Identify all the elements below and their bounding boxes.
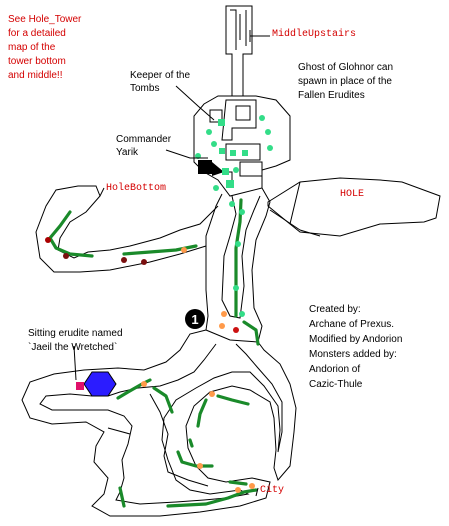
svg-text:Commander: Commander	[116, 134, 172, 145]
spawn-dot	[267, 145, 273, 151]
svg-text:Ghost of Glohnor can: Ghost of Glohnor can	[298, 62, 393, 73]
ghost-note: Ghost of Glohnor can spawn in place of t…	[298, 62, 393, 101]
spawn-dot	[197, 463, 203, 469]
tomb-building-detail	[198, 119, 248, 188]
credits-note: Created by: Archane of Prexus. Modified …	[309, 304, 402, 390]
svg-text:spawn in place of the: spawn in place of the	[298, 76, 392, 87]
see-hole-tower-note: See Hole_Tower for a detailed map of the…	[8, 14, 82, 81]
spawn-dot	[239, 311, 245, 317]
spawn-dot	[213, 185, 219, 191]
svg-text:See Hole_Tower: See Hole_Tower	[8, 14, 82, 25]
spawn-dot	[229, 201, 235, 207]
spawn-dot	[259, 115, 265, 121]
spawn-dot	[249, 483, 255, 489]
svg-text:Modified by Andorion: Modified by Andorion	[309, 334, 402, 345]
zone-link-hole-bottom[interactable]: HoleBottom	[106, 182, 166, 194]
spawn-dot	[45, 237, 51, 243]
zone-link-city[interactable]: City	[260, 484, 284, 496]
spawn-dot	[221, 311, 227, 317]
spawn-dot	[265, 129, 271, 135]
spawn-dot	[239, 209, 245, 215]
numbered-location-label: 1	[191, 312, 198, 327]
spawn-dot	[219, 323, 225, 329]
svg-text:Keeper of the: Keeper of the	[130, 70, 190, 81]
spawn-dot	[209, 391, 215, 397]
sitting-erudite-marker	[76, 382, 84, 390]
spawn-dot	[121, 257, 127, 263]
svg-text:Cazic-Thule: Cazic-Thule	[309, 379, 363, 390]
pointer-lines	[73, 30, 270, 497]
spawn-dot	[233, 327, 239, 333]
zone-link-hole[interactable]: HOLE	[340, 189, 364, 200]
spawn-dot	[63, 253, 69, 259]
spawn-dot	[211, 141, 217, 147]
numbered-location-marker: 1	[185, 309, 205, 329]
svg-text:Andorion of: Andorion of	[309, 364, 360, 375]
svg-text:`Jaeil the Wretched`: `Jaeil the Wretched`	[28, 341, 117, 353]
svg-text:and middle!!: and middle!!	[8, 70, 62, 81]
svg-text:Created by:: Created by:	[309, 304, 361, 315]
svg-text:Sitting erudite named: Sitting erudite named	[28, 328, 123, 339]
spawn-dot	[181, 247, 187, 253]
blue-hex-marker	[83, 371, 117, 397]
spawn-dot	[141, 259, 147, 265]
svg-text:Fallen Erudites: Fallen Erudites	[298, 90, 365, 101]
zone-link-middle-upstairs[interactable]: MiddleUpstairs	[272, 28, 356, 40]
spawn-dot	[233, 167, 239, 173]
keeper-label: Keeper of the Tombs	[130, 70, 190, 94]
spawn-dot	[235, 241, 241, 247]
svg-text:map of the: map of the	[8, 42, 56, 53]
svg-text:Yarik: Yarik	[116, 147, 139, 158]
svg-text:Archane of Prexus.: Archane of Prexus.	[309, 319, 394, 330]
svg-text:for a detailed: for a detailed	[8, 28, 66, 39]
spawn-points	[45, 115, 273, 493]
svg-text:Monsters added by:: Monsters added by:	[309, 349, 397, 360]
svg-text:Tombs: Tombs	[130, 83, 159, 94]
sitting-erudite-note: Sitting erudite named `Jaeil the Wretche…	[28, 328, 123, 353]
spawn-dot	[141, 381, 147, 387]
svg-text:tower bottom: tower bottom	[8, 56, 66, 67]
spawn-dot	[235, 487, 241, 493]
spawn-dot	[233, 285, 239, 291]
spawn-dot	[206, 129, 212, 135]
commander-label: Commander Yarik	[116, 134, 172, 158]
patrol-paths	[48, 198, 260, 508]
